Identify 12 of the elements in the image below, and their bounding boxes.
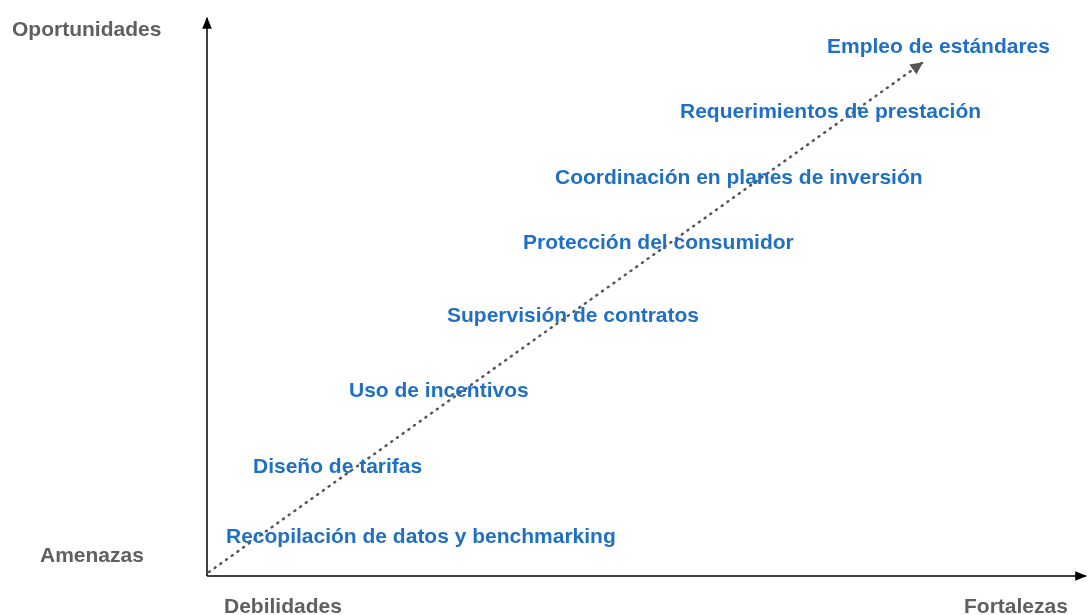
item-label: Uso de incentivos	[349, 378, 529, 402]
item-label: Recopilación de datos y benchmarking	[226, 524, 616, 548]
item-label: Protección del consumidor	[523, 230, 794, 254]
item-label: Diseño de tarifas	[253, 454, 423, 478]
item-label: Coordinación en planes de inversión	[555, 165, 923, 189]
item-label: Empleo de estándares	[827, 34, 1050, 58]
item-label: Requerimientos de prestación	[680, 99, 982, 123]
axis-label: Amenazas	[40, 543, 144, 567]
item-label: Supervisión de contratos	[447, 303, 700, 327]
axis-label: Debilidades	[224, 594, 342, 615]
axis-label: Fortalezas	[964, 594, 1068, 615]
axis-label: Oportunidades	[12, 17, 162, 41]
